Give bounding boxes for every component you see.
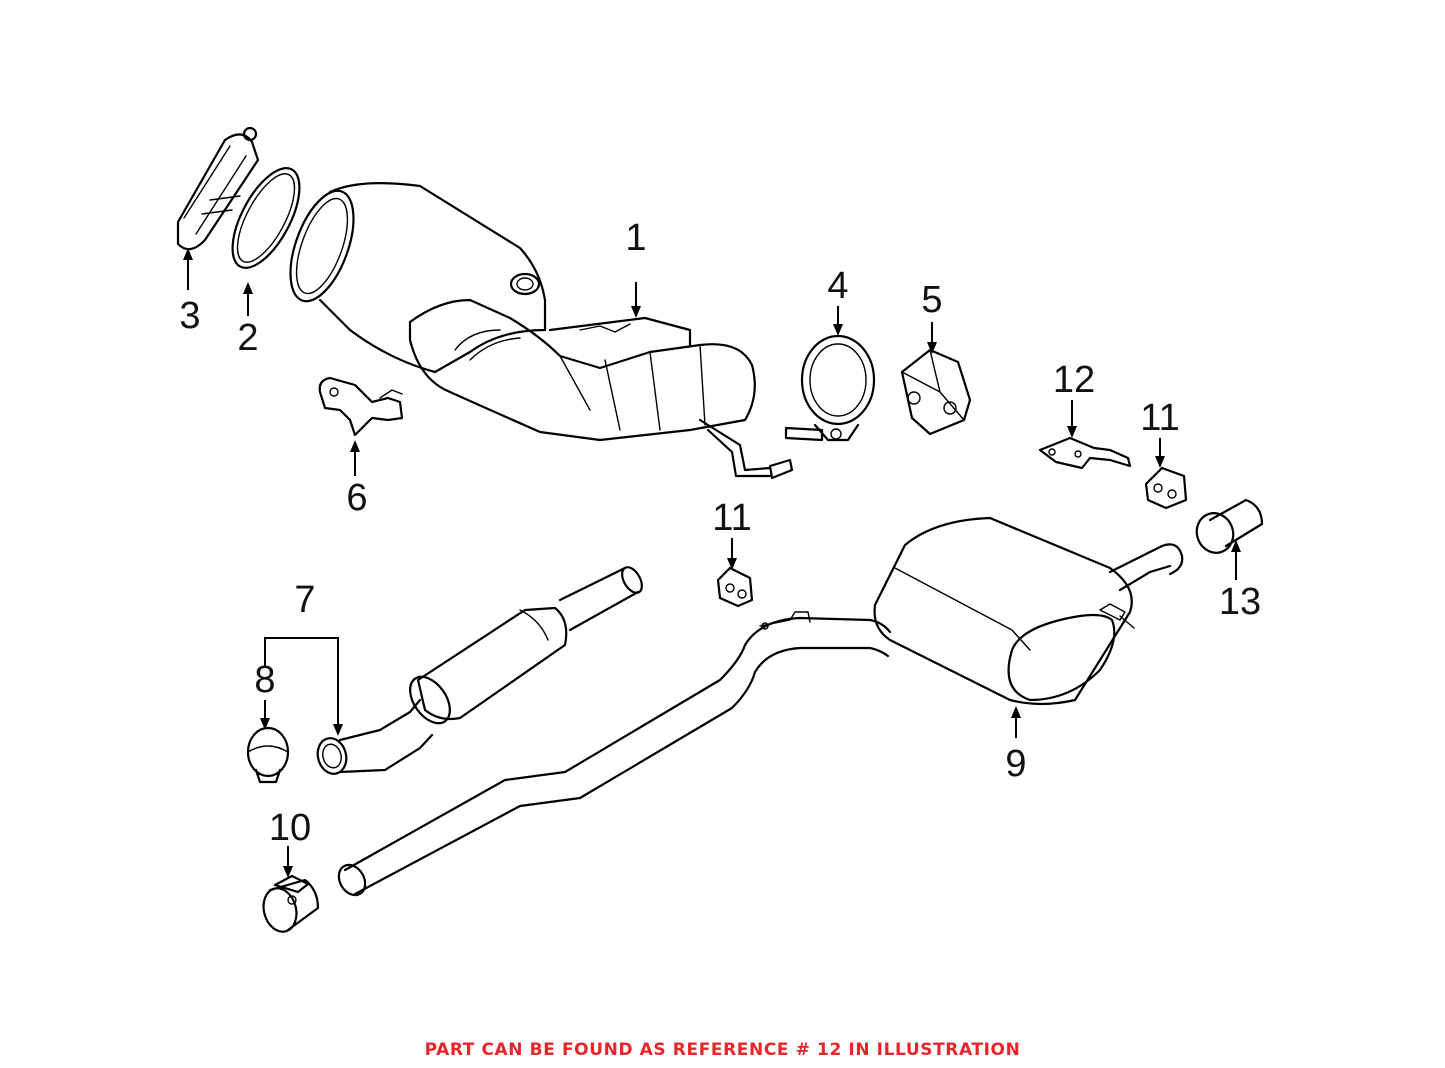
part-12-bracket <box>1038 436 1132 470</box>
part-8-clamp <box>246 726 290 784</box>
part-11-hanger-right <box>1144 466 1188 510</box>
part-2-gasket-ring <box>231 167 301 269</box>
callout-12: 12 <box>1053 359 1095 401</box>
part-5-rubber-hanger <box>900 348 972 436</box>
callout-11-center: 11 <box>712 497 751 539</box>
callout-9: 9 <box>1005 743 1026 785</box>
callout-10: 10 <box>269 807 311 849</box>
leader-arrows <box>183 248 1241 878</box>
part-9-rear-muffler <box>873 516 1184 706</box>
callout-1: 1 <box>625 217 646 259</box>
part-11-hanger-center <box>716 566 754 608</box>
callout-5: 5 <box>921 279 942 321</box>
callout-4: 4 <box>827 265 848 307</box>
part-4-clamp <box>784 334 876 442</box>
part-6-bracket <box>318 376 404 437</box>
callout-labels: 1 2 3 4 5 6 7 8 9 10 11 11 12 13 <box>179 217 1261 849</box>
callout-8: 8 <box>254 659 275 701</box>
part-7-front-pipe <box>316 566 643 775</box>
footer-note: PART CAN BE FOUND AS REFERENCE # 12 IN I… <box>424 1040 1021 1060</box>
intermediate-pipe <box>337 611 892 897</box>
part-13-exhaust-tip <box>1195 498 1264 554</box>
part-10-clamp <box>262 874 320 933</box>
callout-3: 3 <box>179 295 200 337</box>
callout-11-right: 11 <box>1140 397 1179 439</box>
part-3-heat-shield <box>176 126 260 251</box>
part-1-catalytic-converter <box>289 182 794 480</box>
callout-6: 6 <box>346 477 367 519</box>
callout-7: 7 <box>294 579 315 621</box>
callout-13: 13 <box>1219 581 1261 623</box>
callout-2: 2 <box>237 317 258 359</box>
